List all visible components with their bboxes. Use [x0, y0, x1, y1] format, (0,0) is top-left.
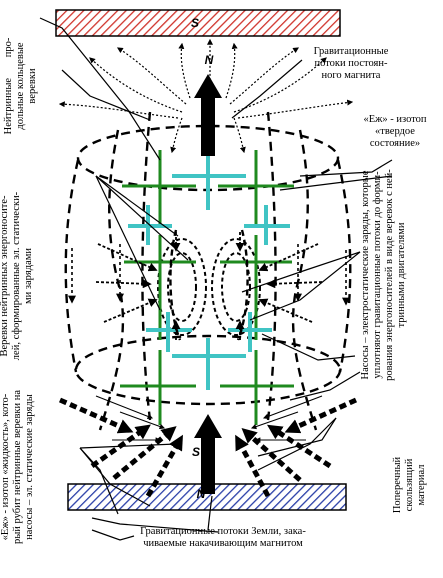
label-pumps: Насосы – электростатические заряды, кото… — [360, 169, 407, 381]
label-ezh-solid: «Еж» - изотоп «твердое состояние» — [363, 114, 427, 149]
label-grav-flows-permanent: Гравитационные потоки постоян- ного магн… — [313, 46, 389, 81]
label-neutrino-rings: Нейтринные про- дольные кольцевые веревк… — [3, 37, 38, 135]
label-transverse-screen: Поперечный скользящий материал — [392, 456, 427, 514]
bottom-magnet-pole: N — [196, 487, 206, 501]
label-ezh-liquid: «Еж» - изотоп «жидкость», кото- рый руби… — [0, 389, 35, 545]
top-arrow-pole: N — [204, 53, 214, 67]
inner-loops — [157, 238, 261, 336]
top-magnet-pole: S — [190, 16, 199, 30]
earth-flow-arrows — [58, 397, 358, 498]
side-down-arrows — [68, 244, 350, 306]
flow-arrows — [58, 38, 354, 154]
central-up-arrow-lower — [194, 414, 222, 494]
label-earth-flows: Гравитационные потоки Земли, зака- чивае… — [140, 526, 306, 549]
cyan-crosses — [128, 156, 290, 390]
top-magnet — [55, 9, 341, 37]
leader-lines — [39, 17, 393, 541]
inner-pipes — [169, 229, 249, 341]
central-up-arrow — [194, 74, 222, 156]
bottom-arrow-pole: S — [191, 445, 200, 459]
lower-thin-arrows — [95, 395, 323, 443]
label-neutrino-ropes-energy: Веревки нейтринных энергоносите- лей, сф… — [0, 191, 34, 361]
inward-arrows — [95, 232, 323, 340]
